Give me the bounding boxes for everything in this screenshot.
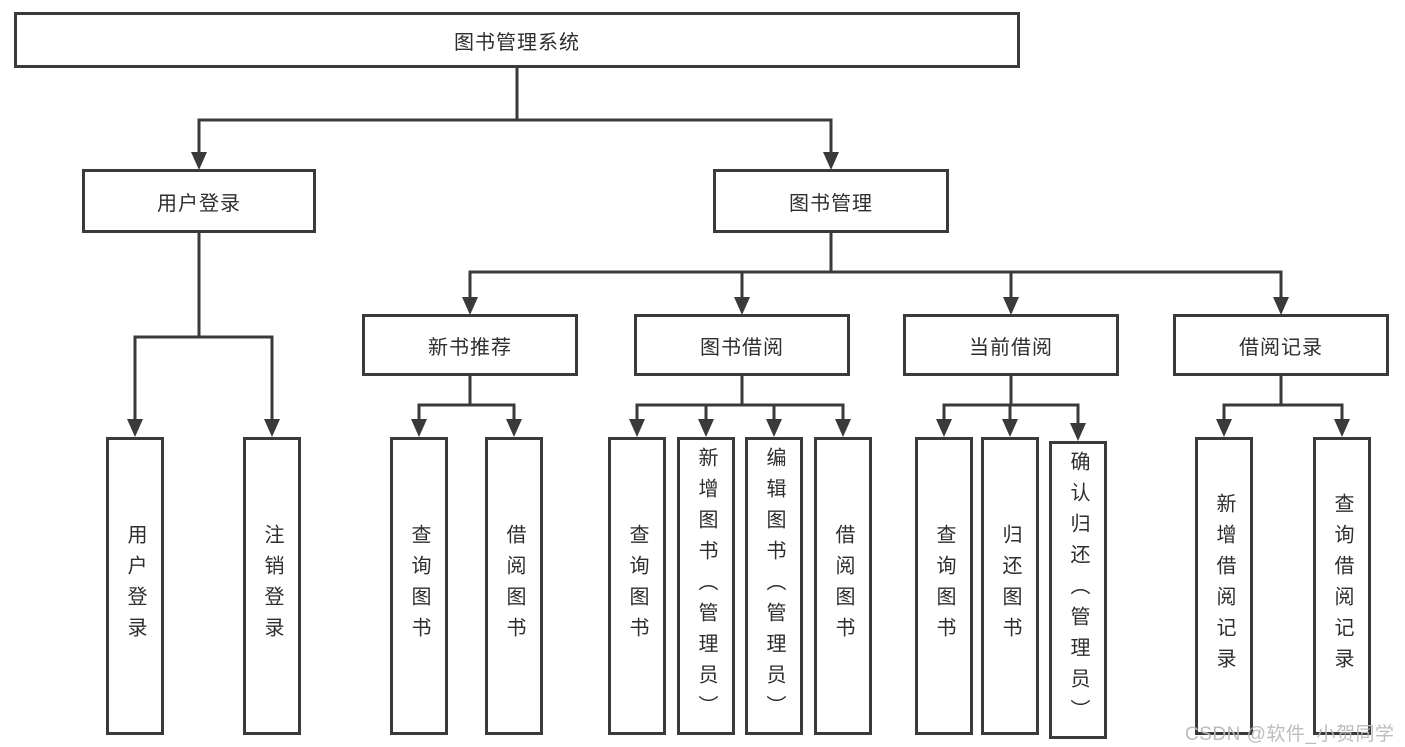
node-current-borrow-label: 当前借阅: [969, 336, 1053, 359]
leaf-search-book-1: 查询图书: [390, 437, 448, 735]
leaf-search-book-3: 查询图书: [915, 437, 973, 735]
leaf-search-book-2-label: 查询图书: [626, 524, 648, 648]
node-new-book-recommend: 新书推荐: [362, 314, 578, 376]
node-user-login-label: 用户登录: [157, 192, 241, 215]
leaf-search-book-1-label: 查询图书: [408, 524, 430, 648]
leaf-user-login: 用户登录: [106, 437, 164, 735]
node-book-borrow: 图书借阅: [634, 314, 850, 376]
arrow-down-icons: [127, 152, 1350, 441]
node-book-management: 图书管理: [713, 169, 949, 233]
leaf-add-borrow-record-label: 新增借阅记录: [1213, 493, 1235, 679]
leaf-borrow-book-1: 借阅图书: [485, 437, 543, 735]
leaf-add-borrow-record: 新增借阅记录: [1195, 437, 1253, 735]
leaf-search-borrow-record-label: 查询借阅记录: [1331, 493, 1353, 679]
leaf-borrow-book-2-label: 借阅图书: [832, 524, 854, 648]
leaf-return-book: 归还图书: [981, 437, 1039, 735]
node-new-book-recommend-label: 新书推荐: [428, 336, 512, 359]
leaf-confirm-return-admin-label: 确认归还（管理员）: [1067, 450, 1089, 730]
leaf-edit-book-admin: 编辑图书（管理员）: [745, 437, 803, 735]
leaf-return-book-label: 归还图书: [999, 524, 1021, 648]
leaf-borrow-book-2: 借阅图书: [814, 437, 872, 735]
node-user-login: 用户登录: [82, 169, 316, 233]
node-root-label: 图书管理系统: [454, 31, 580, 54]
leaf-edit-book-admin-label: 编辑图书（管理员）: [763, 446, 785, 726]
leaf-search-borrow-record: 查询借阅记录: [1313, 437, 1371, 735]
leaf-user-login-label: 用户登录: [124, 524, 146, 648]
node-book-borrow-label: 图书借阅: [700, 336, 784, 359]
leaf-borrow-book-1-label: 借阅图书: [503, 524, 525, 648]
leaf-search-book-2: 查询图书: [608, 437, 666, 735]
csdn-watermark: CSDN @软件_小贺同学: [1185, 724, 1395, 745]
leaf-confirm-return-admin: 确认归还（管理员）: [1049, 441, 1107, 739]
node-book-management-label: 图书管理: [789, 192, 873, 215]
leaf-add-book-admin-label: 新增图书（管理员）: [695, 446, 717, 726]
leaf-logout: 注销登录: [243, 437, 301, 735]
leaf-add-book-admin: 新增图书（管理员）: [677, 437, 735, 735]
node-borrow-record-label: 借阅记录: [1239, 336, 1323, 359]
node-root: 图书管理系统: [14, 12, 1020, 68]
leaf-logout-label: 注销登录: [261, 524, 283, 648]
node-borrow-record: 借阅记录: [1173, 314, 1389, 376]
leaf-search-book-3-label: 查询图书: [933, 524, 955, 648]
node-current-borrow: 当前借阅: [903, 314, 1119, 376]
